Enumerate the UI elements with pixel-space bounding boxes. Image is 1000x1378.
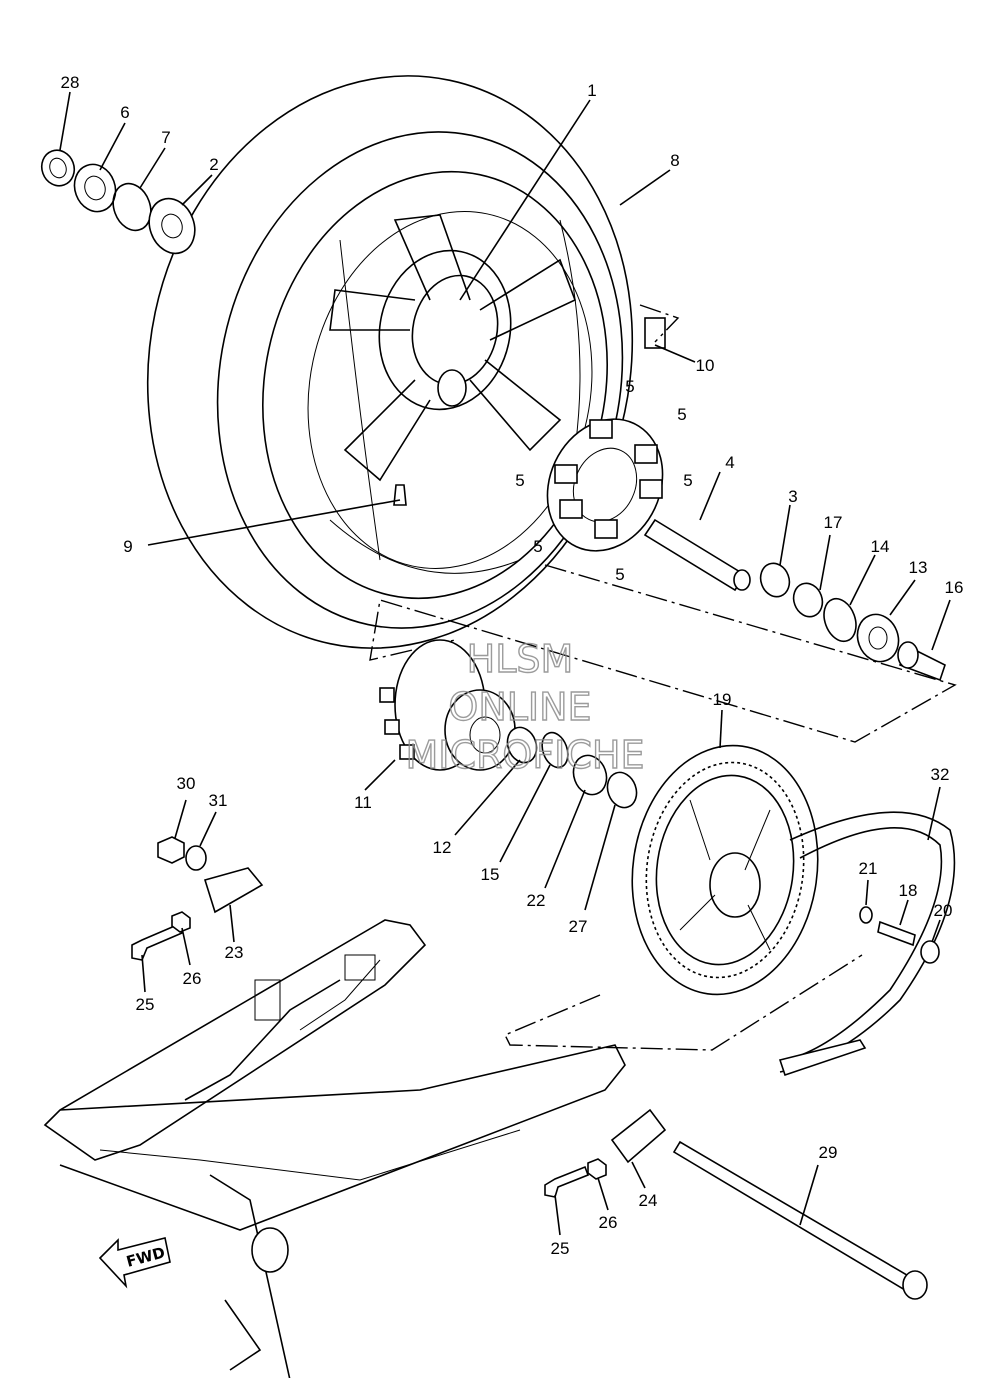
callout-12: 12 <box>433 838 452 857</box>
assembly-outline-lower <box>504 954 863 1051</box>
callout-18: 18 <box>899 881 918 900</box>
callout-20: 20 <box>934 901 953 920</box>
watermark-line-1: HLSM <box>467 637 574 681</box>
callout-3: 3 <box>788 487 797 506</box>
callout-14: 14 <box>871 537 890 556</box>
callout-2: 2 <box>209 155 218 174</box>
callout-5-top: 5 <box>625 377 634 396</box>
watermark-line-2: ONLINE <box>448 685 591 729</box>
swingarm <box>43 919 626 1378</box>
callout-1: 1 <box>587 81 596 100</box>
rear-pulley <box>631 744 819 996</box>
callout-5-bottom: 5 <box>615 565 624 584</box>
pulley-fastener-group <box>859 906 940 964</box>
chain-adjuster-group-left <box>131 836 264 961</box>
damper-hub-assembly <box>546 418 664 552</box>
rear-wheel-tire <box>146 75 634 649</box>
callout-30: 30 <box>177 774 196 793</box>
callout-26-left: 26 <box>183 969 202 988</box>
callout-11: 11 <box>354 793 372 812</box>
callout-13: 13 <box>909 558 928 577</box>
callout-6: 6 <box>120 103 129 122</box>
callout-5-right: 5 <box>677 405 686 424</box>
leader-lines <box>59 91 951 1236</box>
callout-9: 9 <box>123 537 132 556</box>
callout-22: 22 <box>527 891 546 910</box>
callout-5-right-lower: 5 <box>683 471 692 490</box>
axle-collar-group <box>643 518 946 682</box>
drive-belt <box>778 811 956 1077</box>
callout-17: 17 <box>824 513 843 532</box>
assembly-outline-upper <box>369 564 957 743</box>
callout-10: 10 <box>696 356 715 375</box>
callout-16: 16 <box>945 578 964 597</box>
callout-28: 28 <box>61 73 80 92</box>
hub-bearing-group <box>506 726 638 809</box>
callout-23: 23 <box>225 943 244 962</box>
callout-24: 24 <box>639 1191 658 1210</box>
callout-8: 8 <box>670 151 679 170</box>
fwd-arrow-icon: FWD <box>98 1237 171 1289</box>
callout-31: 31 <box>209 791 228 810</box>
bearing-seal-group-upper <box>40 149 196 255</box>
callout-19: 19 <box>713 690 732 709</box>
driven-sprocket-hub <box>379 639 516 771</box>
callout-5-bottom-left: 5 <box>533 537 542 556</box>
callout-15: 15 <box>481 865 500 884</box>
callout-27: 27 <box>569 917 588 936</box>
callout-4: 4 <box>725 453 734 472</box>
callout-25-left: 25 <box>136 995 155 1014</box>
callout-21: 21 <box>859 859 878 878</box>
rear-axle <box>672 1140 928 1300</box>
weight-part-10 <box>639 304 680 349</box>
callout-26-right: 26 <box>599 1213 618 1232</box>
callout-7: 7 <box>161 128 170 147</box>
callout-32: 32 <box>931 765 950 784</box>
watermark: HLSM ONLINE MICROFICHE <box>405 636 645 777</box>
callout-29: 29 <box>819 1143 838 1162</box>
callout-5-left: 5 <box>515 471 524 490</box>
chain-adjuster-group-right <box>544 1108 667 1198</box>
callout-labels: 28 6 7 2 1 8 10 5 5 5 5 5 5 4 9 3 17 14 … <box>61 73 964 1258</box>
watermark-line-3: MICROFICHE <box>405 733 644 777</box>
callout-25-right: 25 <box>551 1239 570 1258</box>
